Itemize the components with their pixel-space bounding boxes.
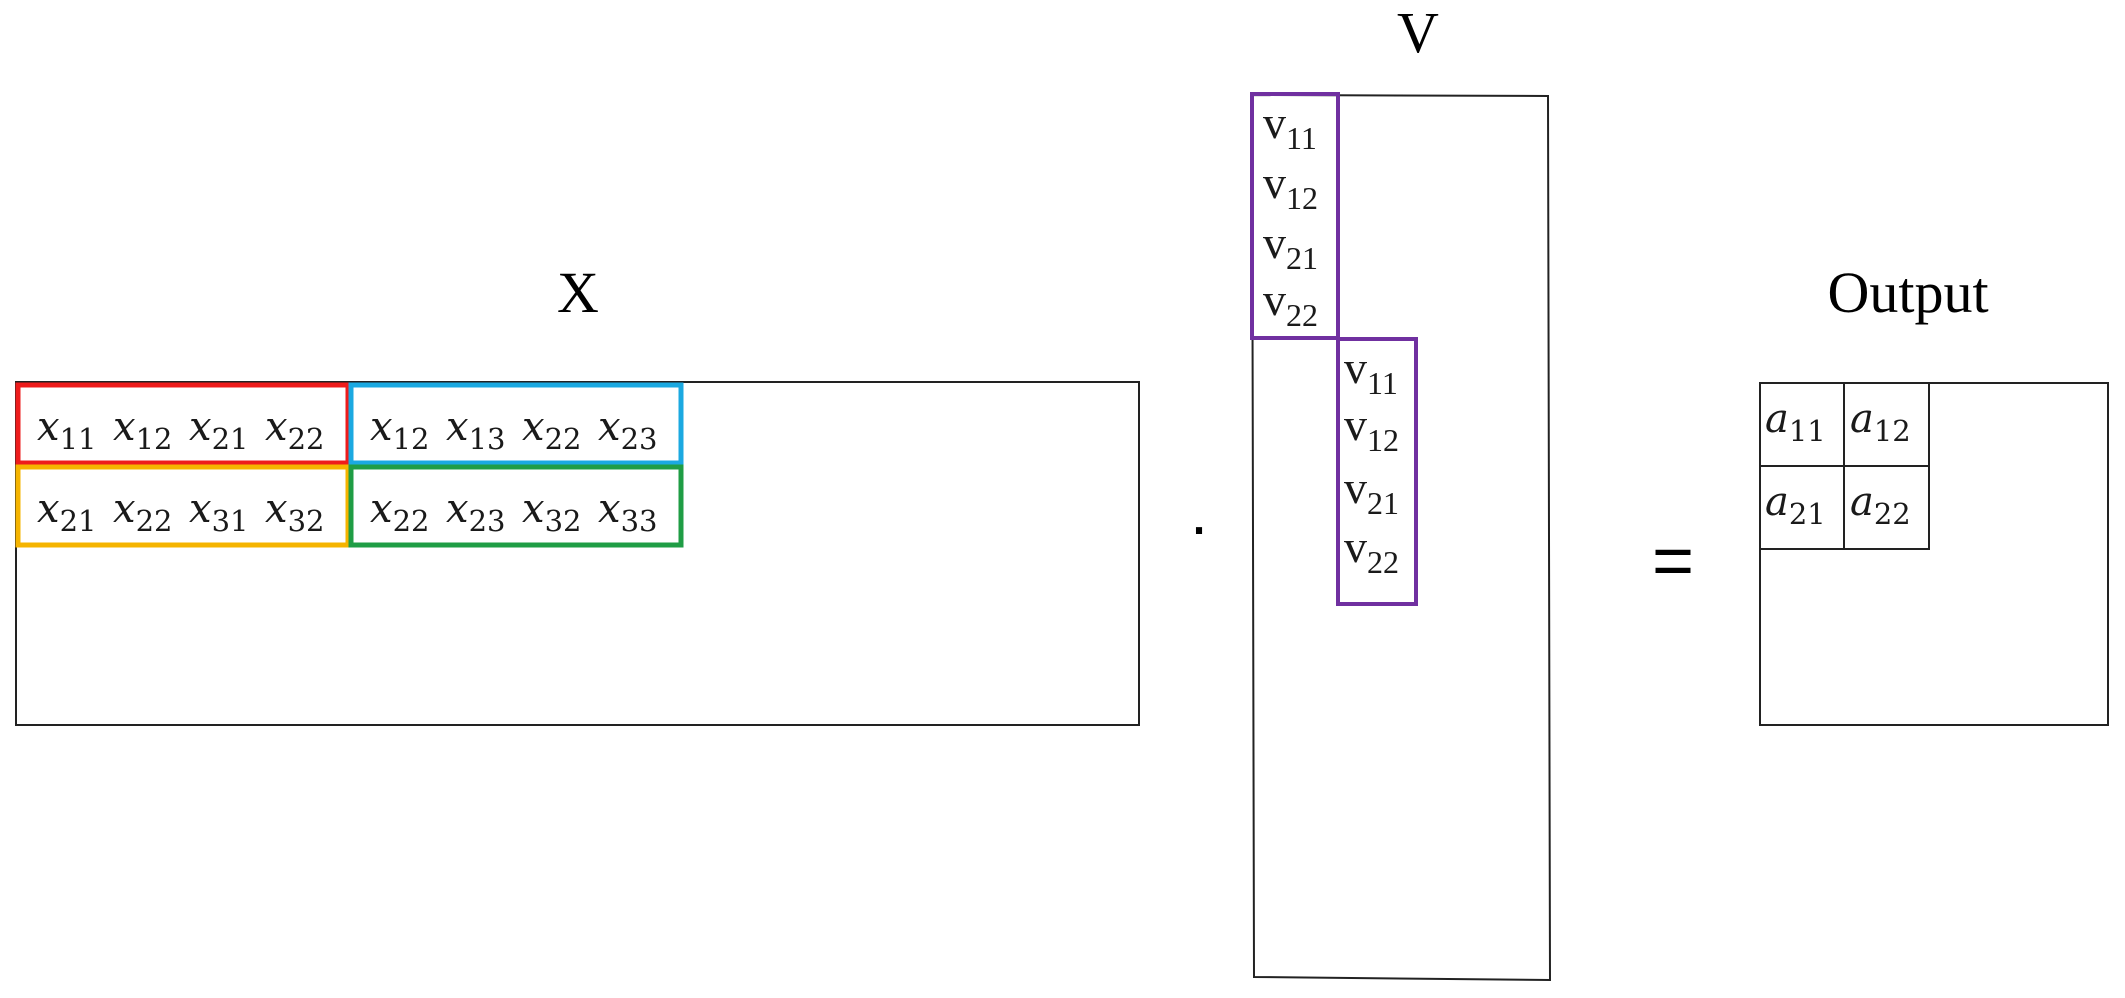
x-term: x12 — [113, 404, 172, 456]
output-term: a11 — [1765, 396, 1826, 448]
x-row-3-terms: x21 x22 x31 x32 — [37, 486, 324, 538]
x-row-box-4 — [348, 464, 684, 548]
x-row-box-3 — [15, 464, 351, 548]
output-grid — [1759, 382, 1930, 550]
x-term: x21 — [189, 404, 248, 456]
x-term: x23 — [446, 486, 505, 538]
v-column-2-terms: v11 v12 v21 v22 — [1344, 342, 1399, 580]
output-term: a22 — [1850, 479, 1911, 531]
x-term: x13 — [446, 404, 505, 456]
v-term: v21 — [1263, 217, 1318, 276]
v-term: v11 — [1344, 342, 1398, 401]
x-term: x32 — [522, 486, 581, 538]
x-term: x33 — [598, 486, 657, 538]
x-term: x23 — [598, 404, 657, 456]
v-column-box-2 — [1336, 337, 1418, 606]
x-row-2-terms: x12 x13 x22 x23 — [370, 404, 657, 456]
matrix-v-title: V — [1397, 0, 1439, 65]
v-term: v22 — [1344, 521, 1399, 580]
v-column-box-1 — [1250, 92, 1340, 340]
x-term: x32 — [265, 486, 324, 538]
x-term: x22 — [522, 404, 581, 456]
x-row-4-terms: x22 x23 x32 x33 — [370, 486, 657, 538]
output-terms: a11 a12 a21 a22 — [1765, 396, 1911, 531]
x-term: x31 — [189, 486, 248, 538]
x-term: x22 — [265, 404, 324, 456]
matrix-v-outline — [1250, 93, 1552, 982]
x-term: x22 — [370, 486, 429, 538]
x-row-1-terms: x11 x12 x21 x22 — [37, 404, 324, 456]
v-column-1-terms: v11 v12 v21 v22 — [1263, 97, 1318, 333]
x-term: x12 — [370, 404, 429, 456]
output-cell-box — [1843, 465, 1930, 550]
output-term: a21 — [1765, 479, 1826, 531]
multiply-dot-operator: · — [1188, 490, 1209, 562]
v-term: v11 — [1263, 97, 1317, 156]
v-term: v12 — [1344, 399, 1399, 458]
v-term: v21 — [1344, 462, 1399, 521]
output-matrix-outline — [1759, 382, 2109, 726]
v-term: v12 — [1263, 157, 1318, 216]
x-term: x21 — [37, 486, 96, 538]
v-term: v22 — [1263, 274, 1318, 333]
output-title: Output — [1827, 260, 1988, 325]
x-row-box-1 — [15, 382, 351, 466]
x-row-box-2 — [348, 382, 684, 466]
x-term: x11 — [37, 404, 96, 456]
matrix-x-outline — [15, 381, 1140, 726]
x-term: x22 — [113, 486, 172, 538]
equals-operator: = — [1652, 521, 1694, 601]
matrix-x-title: X — [557, 260, 599, 325]
output-term: a12 — [1850, 396, 1911, 448]
